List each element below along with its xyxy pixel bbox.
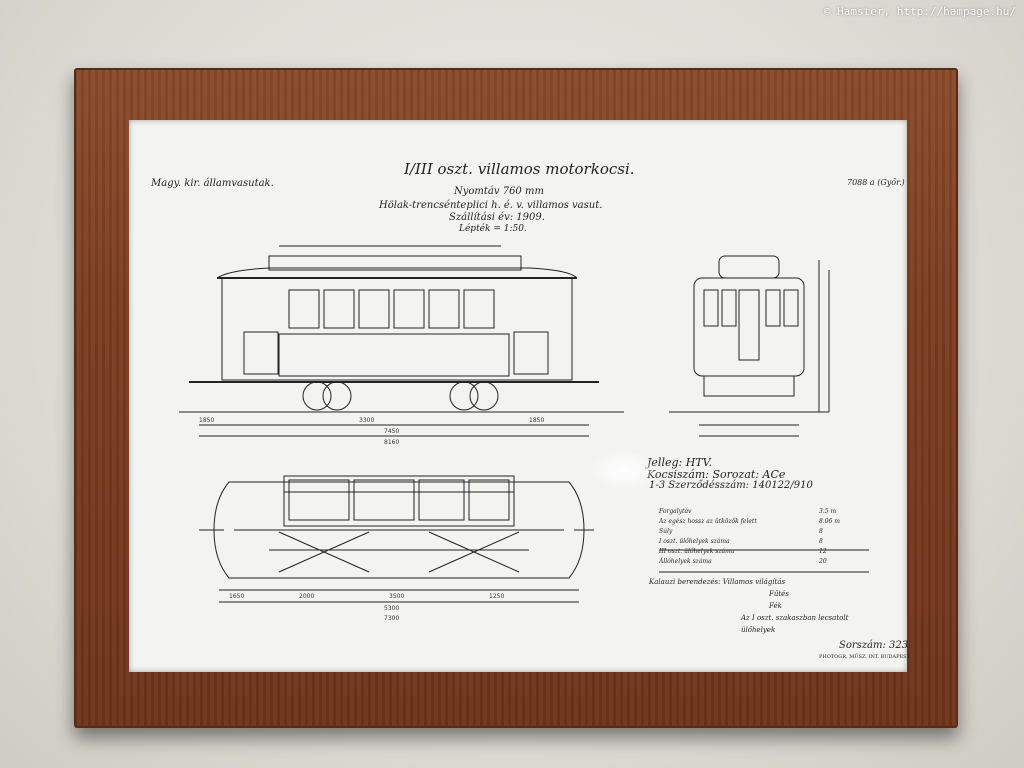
note-line: Fűtés (769, 590, 789, 598)
dim-label: 1850 (199, 417, 214, 424)
spec-value: 8 (819, 528, 823, 535)
dim-label: 7300 (384, 615, 399, 622)
wheel (449, 381, 479, 411)
info-jelleg: Jelleg: HTV. (647, 456, 713, 469)
spec-row: Állóhelyek száma (659, 558, 712, 565)
dim-label: 7450 (384, 428, 399, 435)
tram-drawing-lines: 1850 3300 1850 7450 8160 1650 2000 3500 … (179, 245, 869, 622)
drawing-org: Magy. kir. államvasutak. (151, 178, 274, 189)
plan-body (213, 481, 585, 579)
dim-label: 1850 (529, 417, 544, 424)
drawing-title: I/III oszt. villamos motorkocsi. (404, 160, 635, 178)
dim-label: 3500 (389, 593, 404, 600)
note-line: Fék (769, 602, 782, 610)
info-kocsiszam: Kocsiszám: Sorozat: ACe (647, 468, 786, 481)
spec-value: 20 (819, 558, 827, 565)
spec-value: 12 (819, 548, 827, 555)
roof-lantern (268, 255, 522, 271)
drawing-gauge: Nyomtáv 760 mm (454, 186, 544, 197)
drawing-built: Szállítási év: 1909. (449, 212, 545, 223)
spec-row: I oszt. ülőhelyek száma (659, 538, 730, 545)
wheel (469, 381, 499, 411)
drawing-railway: Hölak-trencsénteplici h. é. v. villamos … (379, 200, 603, 211)
drawing-signature: Sorszám: 323. (839, 640, 912, 651)
spec-value: 8 (819, 538, 823, 545)
dim-label: 1650 (229, 593, 244, 600)
spec-value: 3.5 m (819, 508, 837, 515)
wheel (322, 381, 352, 411)
wheel (302, 381, 332, 411)
glass-glare (589, 450, 659, 490)
dim-label: 8160 (384, 439, 399, 446)
picture-frame: Magy. kir. államvasutak. I/III oszt. vil… (74, 68, 958, 728)
dim-label: 1250 (489, 593, 504, 600)
dim-label: 5300 (384, 605, 399, 612)
spec-row: III oszt. ülőhelyek száma (659, 548, 735, 555)
drawing-ref: 7088 a (Győr.) (847, 178, 905, 187)
side-body (221, 277, 573, 381)
info-szerzodes: 1-3 Szerződésszám: 140122/910 (649, 480, 813, 491)
printer-mark: PHOTOGR. MŰSZ. INT. BUDAPEST (819, 654, 910, 660)
spec-row: Forgalytáv (659, 508, 692, 515)
technical-drawing: Magy. kir. államvasutak. I/III oszt. vil… (129, 120, 911, 672)
spec-value: 8.06 m (819, 518, 840, 525)
end-body (693, 277, 805, 377)
note-line: Az I oszt. szakaszban lecsatolt (741, 614, 849, 622)
side-windows (288, 289, 495, 329)
spec-row: Súly (659, 528, 673, 535)
photo-credit: © Hamster, http://hampage.hu/ (823, 5, 1016, 18)
note-line: Kalauzi berendezés: Villamos világítás (649, 578, 786, 586)
drawing-scale: Lépték = 1:50. (459, 224, 527, 234)
dim-label: 3300 (359, 417, 374, 424)
spec-row: Az egész hossz az ütközők felett (659, 518, 757, 525)
note-line: ülőhelyek (741, 626, 776, 634)
dim-label: 2000 (299, 593, 314, 600)
